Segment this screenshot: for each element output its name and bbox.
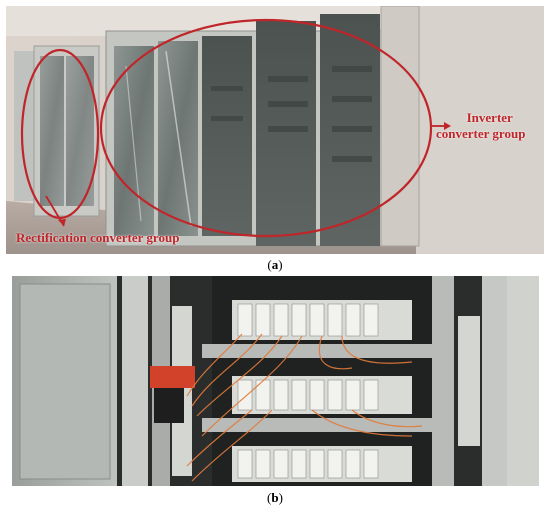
- cabinet-interior-photo: [12, 276, 539, 486]
- caption-b: (b): [267, 490, 283, 505]
- photo-panel-a: Inverter converter group Rectification c…: [6, 6, 544, 254]
- inverter-label: Inverter converter group: [436, 110, 525, 142]
- caption-a-letter: a: [271, 257, 279, 272]
- inverter-label-line1: Inverter: [466, 110, 513, 125]
- caption-a: (a): [267, 257, 283, 272]
- inverter-ellipse: [99, 18, 433, 238]
- rectification-label: Rectification converter group: [16, 230, 180, 245]
- cabinet-room-photo: [6, 6, 544, 254]
- inverter-label-line2: converter group: [436, 126, 526, 141]
- photo-panel-b: [12, 276, 539, 486]
- caption-b-letter: b: [271, 490, 279, 505]
